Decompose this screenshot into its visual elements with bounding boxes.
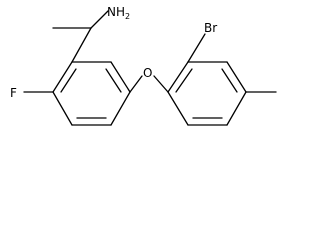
- bond-ring-a-3: [110, 91, 131, 126]
- bond-o-to-ring-b: [153, 75, 169, 93]
- bond-ring-a-2: [110, 61, 131, 93]
- bond-ring-b-3-inner: [221, 68, 238, 93]
- amine-symbol: NH: [107, 5, 125, 19]
- bond-ring-a-5: [52, 91, 73, 126]
- fluorine-label: F: [10, 86, 17, 100]
- bonds: [23, 10, 277, 126]
- bond-ring-a-6-inner: [60, 68, 77, 93]
- bond-ring-to-ch: [71, 27, 92, 63]
- bond-ring-a-2-inner: [105, 68, 122, 93]
- bond-ring-a-to-o: [129, 75, 143, 93]
- bond-ring-a-6: [52, 61, 73, 93]
- bond-ring-to-br: [187, 33, 206, 63]
- amine-subscript: 2: [125, 12, 130, 21]
- bond-ring-b-3: [226, 61, 247, 93]
- structure-diagram: NH2 F O Br: [10, 5, 277, 126]
- bond-ch-to-n: [90, 10, 109, 29]
- bromine-label: Br: [204, 21, 217, 35]
- amine-label: NH2: [107, 5, 130, 21]
- bond-ring-b-4: [226, 91, 247, 126]
- atom-labels: NH2 F O Br: [10, 5, 217, 100]
- bond-ring-b-1: [167, 61, 189, 93]
- bond-ring-b-1-inner: [175, 68, 193, 93]
- bond-ring-b-6: [167, 91, 189, 126]
- oxygen-label: O: [143, 66, 152, 80]
